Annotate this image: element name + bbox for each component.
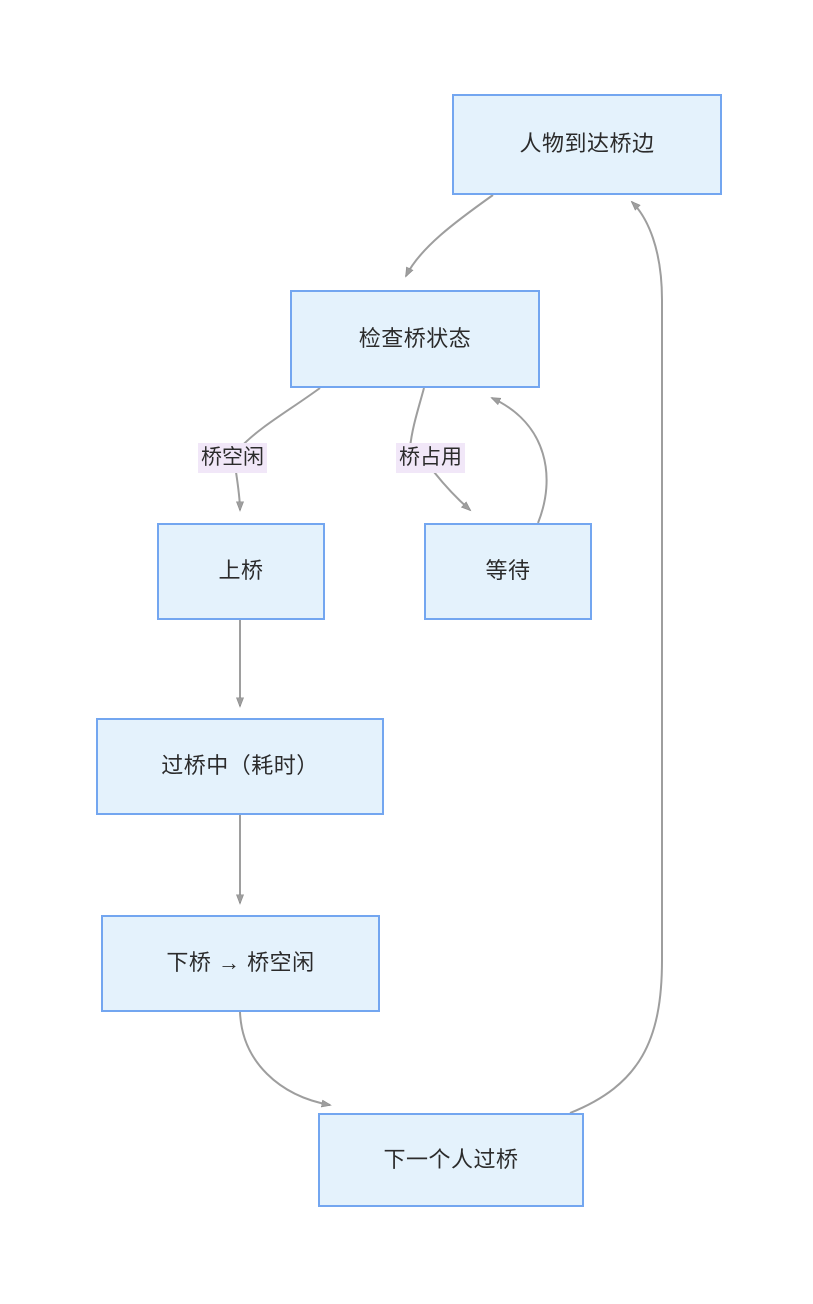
node-wait[interactable]: 等待: [424, 523, 592, 620]
edge-check-to-wait-tail: [433, 471, 470, 510]
node-arrive[interactable]: 人物到达桥边: [452, 94, 722, 195]
node-wait-label: 等待: [485, 558, 531, 584]
edge-label-bridge-occupied: 桥占用: [396, 443, 465, 474]
edge-next-to-arrive: [569, 202, 663, 1114]
node-arrive-label: 人物到达桥边: [519, 131, 655, 157]
node-offbridge[interactable]: 下桥 → 桥空闲: [101, 915, 380, 1012]
node-crossing[interactable]: 过桥中（耗时）: [96, 718, 384, 815]
edge-label-bridge-free: 桥空闲: [198, 443, 267, 474]
edge-wait-to-check: [492, 397, 548, 524]
node-next-label: 下一个人过桥: [383, 1146, 519, 1172]
node-onbridge[interactable]: 上桥: [157, 523, 325, 620]
edge-check-to-onbridge: [239, 387, 321, 449]
edge-arrive-to-check: [405, 194, 494, 276]
edge-check-to-wait: [409, 387, 425, 449]
node-crossing-label: 过桥中（耗时）: [161, 753, 319, 779]
node-next[interactable]: 下一个人过桥: [318, 1113, 584, 1207]
node-check[interactable]: 检查桥状态: [290, 290, 540, 388]
edge-check-to-onbridge-tail: [235, 471, 240, 510]
node-check-label: 检查桥状态: [358, 325, 472, 351]
node-onbridge-label: 上桥: [218, 558, 264, 584]
edge-offbridge-to-next: [239, 1011, 330, 1105]
node-offbridge-label: 下桥 → 桥空闲: [166, 950, 315, 976]
